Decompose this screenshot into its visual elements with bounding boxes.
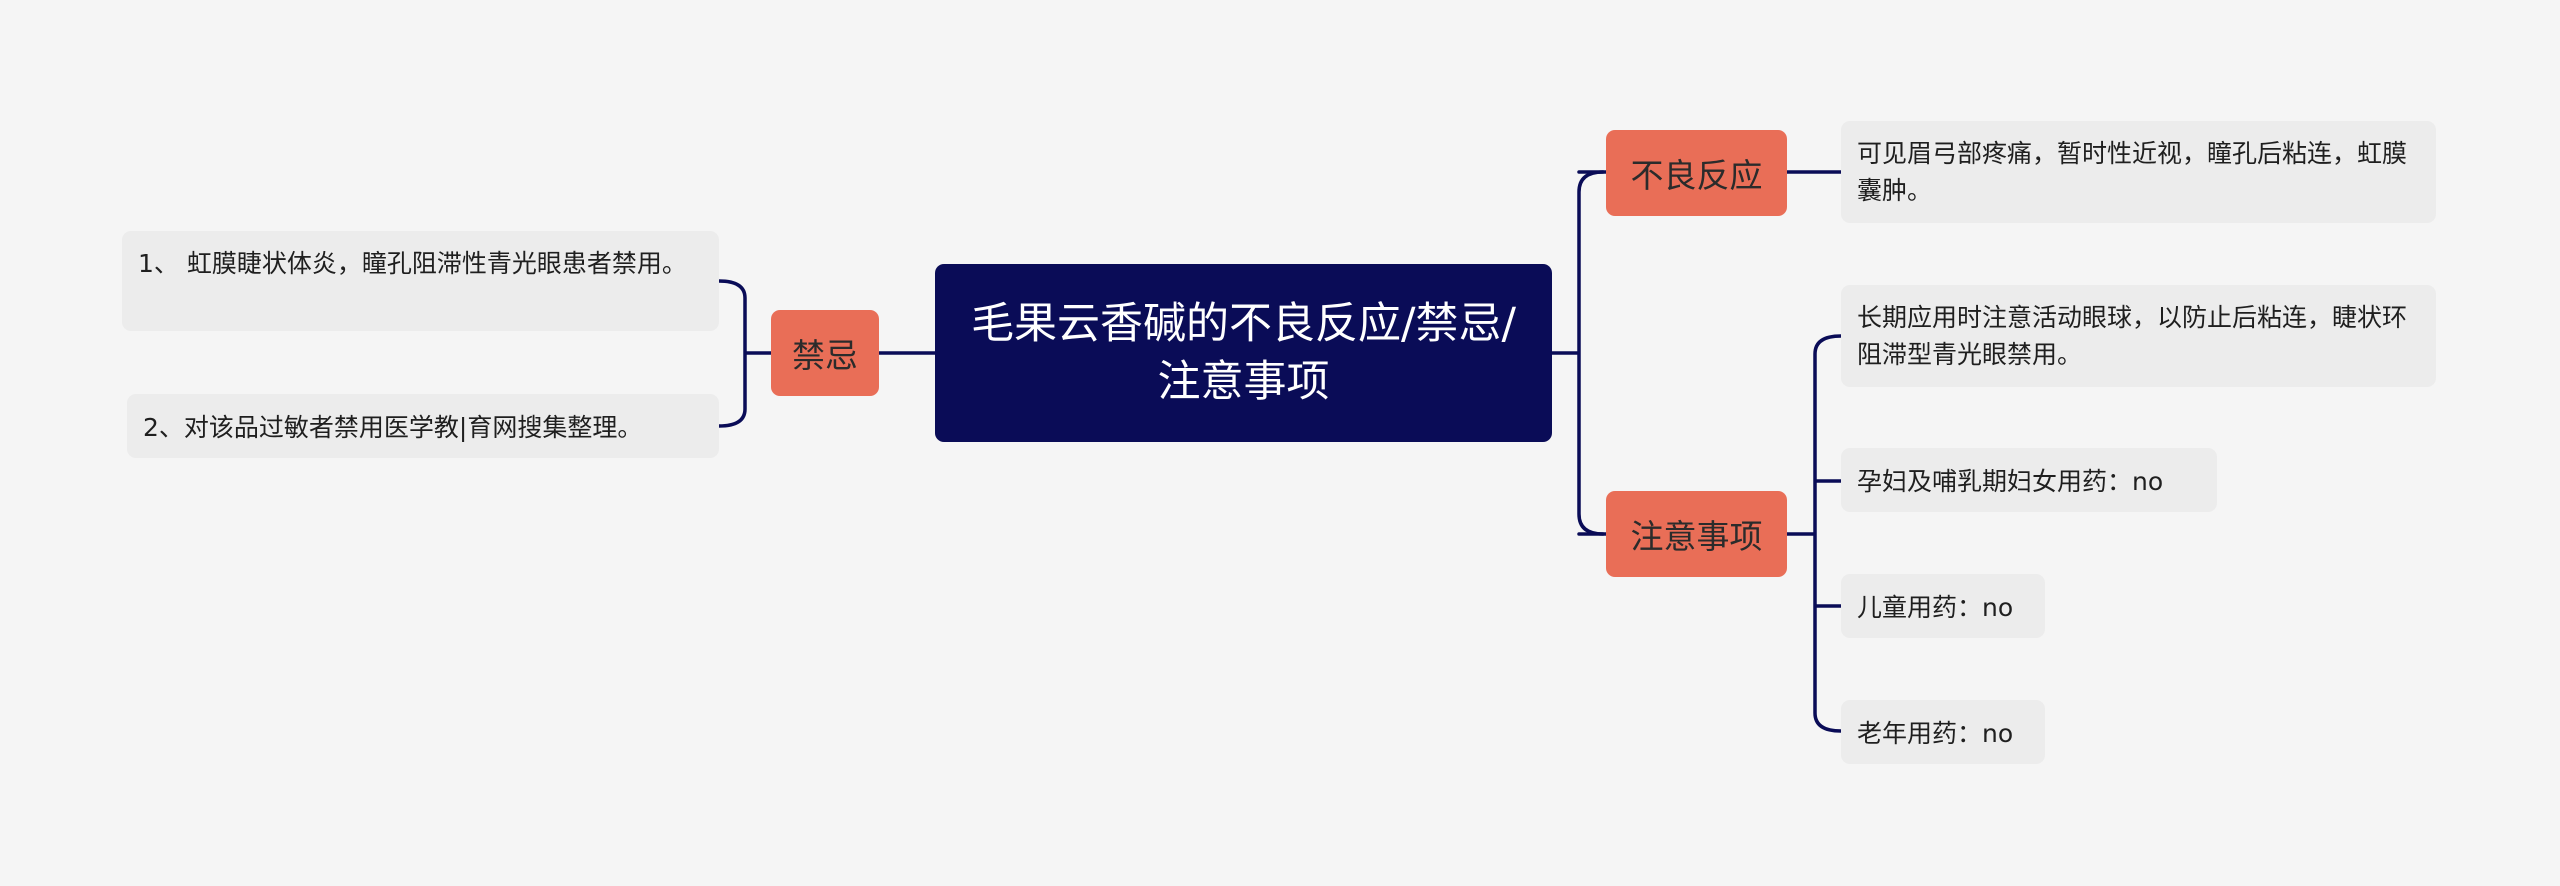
precaution-item-4[interactable]: 老年用药：no <box>1841 700 2045 764</box>
connector-root-spine <box>1550 170 1605 536</box>
root-topic-title: 毛果云香碱的不良反应/禁忌/注意事项 <box>971 299 1516 407</box>
precaution-item-2-text: 孕妇及哺乳期妇女用药：no <box>1857 466 2164 496</box>
contraindication-item-1-text: 1、 虹膜睫状体炎，瞳孔阻滞性青光眼患者禁用。 <box>138 249 687 278</box>
precaution-item-4-text: 老年用药：no <box>1857 718 2014 748</box>
connector-precautions-spine <box>1785 334 1843 733</box>
branch-adverse-reactions-label: 不良反应 <box>1630 156 1763 195</box>
precaution-item-1-text: 长期应用时注意活动眼球，以防止后粘连，睫状环阻滞型青光眼禁用。 <box>1857 303 2408 369</box>
branch-contraindication[interactable]: 禁忌 <box>771 310 879 396</box>
branch-adverse-reactions[interactable]: 不良反应 <box>1606 130 1787 216</box>
contraindication-item-2-text: 2、对该品过敏者禁用医学教|育网搜集整理。 <box>143 412 643 442</box>
branch-precautions-label: 注意事项 <box>1630 517 1763 556</box>
precaution-item-2[interactable]: 孕妇及哺乳期妇女用药：no <box>1841 448 2217 512</box>
adverse-reaction-item-1-text: 可见眉弓部疼痛，暂时性近视，瞳孔后粘连，虹膜囊肿。 <box>1857 139 2408 205</box>
precaution-item-3[interactable]: 儿童用药：no <box>1841 574 2045 638</box>
contraindication-item-1[interactable]: 1、 虹膜睫状体炎，瞳孔阻滞性青光眼患者禁用。 <box>122 231 719 331</box>
adverse-reaction-item-1[interactable]: 可见眉弓部疼痛，暂时性近视，瞳孔后粘连，虹膜囊肿。 <box>1841 121 2436 223</box>
contraindication-item-2[interactable]: 2、对该品过敏者禁用医学教|育网搜集整理。 <box>127 394 719 458</box>
branch-contraindication-label: 禁忌 <box>792 336 858 375</box>
precaution-item-3-text: 儿童用药：no <box>1857 592 2014 622</box>
precaution-item-1[interactable]: 长期应用时注意活动眼球，以防止后粘连，睫状环阻滞型青光眼禁用。 <box>1841 285 2436 387</box>
root-topic[interactable]: 毛果云香碱的不良反应/禁忌/注意事项 <box>935 264 1552 442</box>
connector-contraindication-spine <box>717 279 773 428</box>
branch-precautions[interactable]: 注意事项 <box>1606 491 1787 577</box>
